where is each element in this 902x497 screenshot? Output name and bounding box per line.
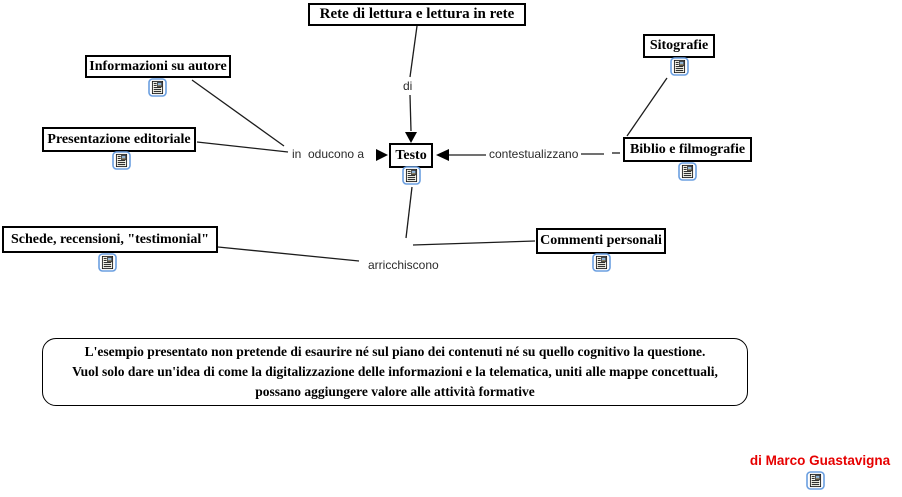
annotation-note[interactable]: L'esempio presentato non pretende di esa… [42,338,748,406]
resource-icon[interactable] [112,151,131,170]
concept-rete-di-lettura[interactable]: Rete di lettura e lettura in rete [308,3,526,26]
concept-informazioni-su-autore[interactable]: Informazioni su autore [85,55,231,78]
concept-testo[interactable]: Testo [389,143,433,168]
credit-label[interactable]: di Marco Guastavigna [749,453,891,468]
resource-icon[interactable] [678,162,697,181]
linking-phrase-introducono-a[interactable]: in oducono a [292,147,365,161]
concept-sitografie[interactable]: Sitografie [643,34,715,58]
linking-phrase-contestualizzano[interactable]: contestualizzano [489,147,579,161]
note-line: L'esempio presentato non pretende di esa… [84,344,706,359]
resource-icon[interactable] [806,471,825,490]
note-line: Vuol solo dare un'idea di come la digita… [72,364,718,379]
note-line: possano aggiungere valore alle attività … [255,384,535,399]
concept-commenti-personali[interactable]: Commenti personali [536,228,666,254]
concept-schede-recensioni[interactable]: Schede, recensioni, "testimonial" [2,226,218,253]
concept-presentazione-editoriale[interactable]: Presentazione editoriale [42,127,196,152]
resource-icon[interactable] [98,253,117,272]
resource-icon[interactable] [402,166,421,185]
linking-phrase-arricchiscono[interactable]: arricchiscono [368,258,439,272]
linking-phrase-di[interactable]: di [403,79,413,93]
resource-icon[interactable] [670,57,689,76]
concept-biblio-e-filmografie[interactable]: Biblio e filmografie [623,137,752,162]
resource-icon[interactable] [148,78,167,97]
resource-icon[interactable] [592,253,611,272]
